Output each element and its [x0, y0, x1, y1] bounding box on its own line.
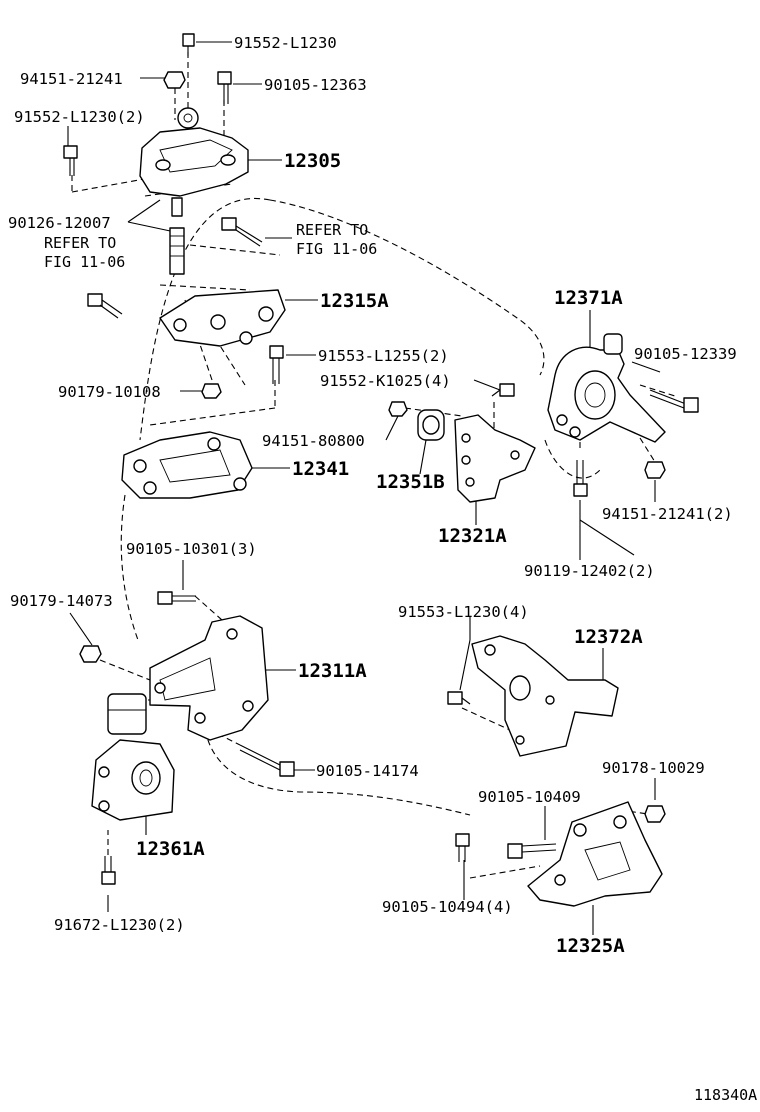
label-12325a: 12325A — [556, 935, 625, 957]
nut-icon — [79, 645, 102, 663]
label-94151-21241-2: 94151-21241(2) — [602, 505, 733, 523]
label-12371a: 12371A — [554, 287, 623, 309]
bolt-icon — [101, 856, 116, 885]
label-90179-14073: 90179-14073 — [10, 592, 113, 610]
label-90105-12339: 90105-12339 — [634, 345, 737, 363]
label-12305: 12305 — [284, 150, 341, 172]
label-90105-14174: 90105-14174 — [316, 762, 419, 780]
label-90105-10494: 90105-10494(4) — [382, 898, 513, 916]
label-91552-l1230-2: 91552-L1230(2) — [14, 108, 145, 126]
nut-icon — [163, 71, 186, 89]
label-12372a: 12372A — [574, 626, 643, 648]
nut-icon — [644, 805, 666, 823]
label-90179-10108: 90179-10108 — [58, 383, 161, 401]
label-91672-l1230: 91672-L1230(2) — [54, 916, 185, 934]
bracket-12311a — [149, 615, 269, 741]
bolt-icon — [239, 744, 295, 777]
bolt-icon — [573, 460, 588, 497]
bracket-12341 — [121, 431, 253, 499]
label-91552-l1230: 91552-L1230 — [234, 34, 337, 52]
bolt-icon — [269, 345, 284, 384]
mount-12371a — [547, 333, 666, 443]
label-90119-12402: 90119-12402(2) — [524, 562, 655, 580]
bolt-icon — [491, 383, 515, 397]
label-refer-to-right: REFER TO — [296, 221, 368, 239]
bolt-icon — [447, 691, 471, 705]
label-94151-80800: 94151-80800 — [262, 432, 365, 450]
label-12361a: 12361A — [136, 838, 205, 860]
part-labels: 91552-L1230 94151-21241 90105-12363 9155… — [8, 34, 757, 1104]
bolt-icon — [221, 217, 263, 247]
mount-12361a — [91, 693, 175, 821]
label-refer-to-left: REFER TO — [44, 234, 116, 252]
label-90105-10409: 90105-10409 — [478, 788, 581, 806]
label-91553-l1230: 91553-L1230(4) — [398, 603, 529, 621]
label-12341: 12341 — [292, 458, 349, 480]
bushing-12351b — [417, 409, 445, 441]
label-94151-21241: 94151-21241 — [20, 70, 123, 88]
nut-icon — [388, 401, 408, 417]
bolt-icon — [157, 591, 196, 605]
bolt-icon — [87, 293, 123, 319]
mount-12372a — [471, 635, 619, 757]
label-fig-right: FIG 11-06 — [296, 240, 377, 258]
bolt-icon — [182, 33, 195, 56]
label-12321a: 12321A — [438, 525, 507, 547]
bolt-icon — [455, 833, 470, 862]
bracket-12325a — [527, 801, 663, 907]
bracket-12315a — [159, 289, 286, 347]
label-91552-k1025: 91552-K1025(4) — [320, 372, 451, 390]
engine-mount-bracket-12305 — [139, 107, 249, 275]
bolt-icon — [63, 145, 78, 176]
label-12311a: 12311A — [298, 660, 367, 682]
label-90126-12007: 90126-12007 — [8, 214, 111, 232]
nut-icon — [644, 461, 666, 479]
bracket-12321a — [454, 414, 536, 503]
label-12315a: 12315A — [320, 290, 389, 312]
label-12351b: 12351B — [376, 471, 445, 493]
label-91553-l1255: 91553-L1255(2) — [318, 347, 449, 365]
bolt-icon — [217, 71, 232, 104]
figure-id: 118340A — [694, 1086, 757, 1104]
label-90105-12363: 90105-12363 — [264, 76, 367, 94]
nut-icon — [201, 383, 222, 399]
bolt-icon — [507, 843, 557, 859]
part-drawings — [63, 33, 699, 907]
label-90178-10029: 90178-10029 — [602, 759, 705, 777]
label-fig-left: FIG 11-06 — [44, 253, 125, 271]
label-90105-10301: 90105-10301(3) — [126, 540, 257, 558]
bolt-icon — [649, 389, 699, 413]
